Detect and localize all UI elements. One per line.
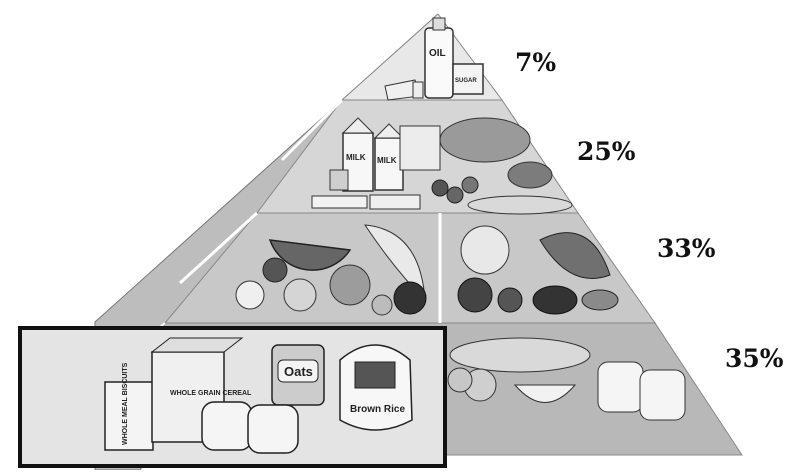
greens xyxy=(581,289,619,311)
beans-2 xyxy=(446,186,464,204)
cabbage xyxy=(460,225,510,275)
milk-carton-2-top xyxy=(373,123,405,139)
cereal-label: WHOLE GRAIN CEREAL xyxy=(170,390,252,397)
oil-label: OIL xyxy=(429,48,446,59)
oils-group: OIL SUGAR xyxy=(384,17,484,101)
milk-carton-1-top xyxy=(341,117,375,134)
small-jar xyxy=(412,81,424,99)
baguette xyxy=(449,337,591,373)
roast-turkey xyxy=(439,117,531,163)
kiwi xyxy=(371,294,393,316)
sugar-label: SUGAR xyxy=(455,78,477,84)
milk-label-1: MILK xyxy=(346,153,366,162)
milk-carton-2 xyxy=(374,137,404,191)
tomato xyxy=(457,277,493,313)
fruits-group xyxy=(235,224,427,316)
pepper xyxy=(497,287,523,313)
cereal-bowl xyxy=(513,384,577,403)
watermelon-slice xyxy=(268,239,352,271)
tier-second-percent: 25% xyxy=(577,137,636,166)
bread-slice-left-1 xyxy=(201,401,253,451)
pear xyxy=(283,278,317,312)
eggplant xyxy=(532,285,578,315)
egg-tray xyxy=(369,194,421,210)
cheese-slice xyxy=(311,195,368,209)
biscuits-label: WHOLE MEAL BISCUITS xyxy=(122,362,129,445)
cereal-box-top xyxy=(150,337,244,353)
plum xyxy=(393,281,427,315)
bread-slice-2 xyxy=(639,369,686,421)
tier-bottom-percent: 35% xyxy=(725,344,784,373)
dairy-protein-group: MILK MILK xyxy=(311,117,573,215)
oil-bottle xyxy=(424,27,454,99)
left-divider-2 xyxy=(178,211,259,285)
beans-3 xyxy=(461,176,479,194)
sugar-box xyxy=(452,63,484,95)
milk-label-2: MILK xyxy=(377,156,397,165)
tier-top-percent: 7% xyxy=(515,48,557,77)
oats-label-bg xyxy=(277,359,319,383)
beans-1 xyxy=(431,179,449,197)
oil-cap xyxy=(432,17,446,31)
fish xyxy=(467,195,573,215)
grapes xyxy=(262,257,288,283)
rice-label: Brown Rice xyxy=(350,404,405,415)
oats-label: Oats xyxy=(284,364,313,379)
cheese-block xyxy=(399,125,441,171)
grains-right-group xyxy=(447,337,686,421)
left-divider-1 xyxy=(280,98,344,162)
biscuits-tube xyxy=(104,381,154,451)
apple xyxy=(329,264,371,306)
potato-2 xyxy=(447,367,473,393)
lemon xyxy=(235,280,265,310)
steak xyxy=(507,161,553,189)
bread-slice-1 xyxy=(597,361,644,413)
bread-slice-left-2 xyxy=(247,404,299,454)
lettuce xyxy=(539,232,611,279)
tier-third-percent: 33% xyxy=(657,234,716,263)
vegetables-group xyxy=(457,225,619,315)
rice-window xyxy=(354,361,396,389)
yogurt-cup xyxy=(329,169,349,191)
whole-grains-group: WHOLE MEAL BISCUITS WHOLE GRAIN CEREAL O… xyxy=(104,337,413,454)
